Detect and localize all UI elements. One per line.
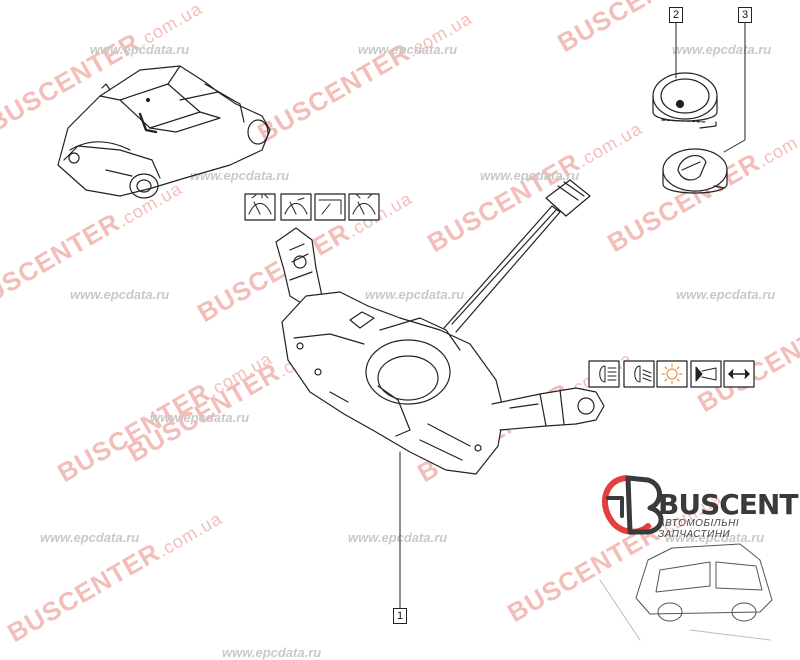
brand-subtitle: АВТОМОБІЛЬНІ ЗАПЧАСТИНИ bbox=[658, 518, 740, 540]
vehicle-locator-illustration bbox=[57, 65, 271, 199]
part-3-rotary-cover bbox=[662, 148, 728, 194]
main-beam-icon bbox=[599, 365, 617, 383]
brand-block: BUSCENTER АВТОМОБІЛЬНІ ЗАПЧАСТИНИ bbox=[598, 470, 800, 650]
dipped-beam-icon bbox=[634, 365, 652, 383]
callout-part-1[interactable]: 1 bbox=[393, 608, 407, 624]
windscreen-wiper-icon bbox=[248, 193, 272, 215]
sidelight-icon bbox=[661, 363, 683, 385]
wiper-icon-group bbox=[244, 193, 380, 221]
bus-illustration bbox=[599, 543, 773, 641]
horn-icon bbox=[695, 366, 717, 382]
windscreen-washer-icon bbox=[352, 193, 376, 215]
brand-name: BUSCENTER bbox=[658, 488, 800, 521]
leader-lines bbox=[399, 21, 746, 609]
callout-part-3[interactable]: 3 bbox=[738, 7, 752, 23]
part-2-rotary-sensor bbox=[652, 72, 718, 129]
buscenter-logo-mark bbox=[602, 475, 664, 535]
callout-part-2[interactable]: 2 bbox=[669, 7, 683, 23]
turn-signal-icon bbox=[728, 369, 750, 379]
part-1-column-switch bbox=[275, 179, 605, 475]
rear-wiper-icon bbox=[318, 199, 342, 215]
windscreen-wiper-interval-icon bbox=[284, 197, 308, 215]
